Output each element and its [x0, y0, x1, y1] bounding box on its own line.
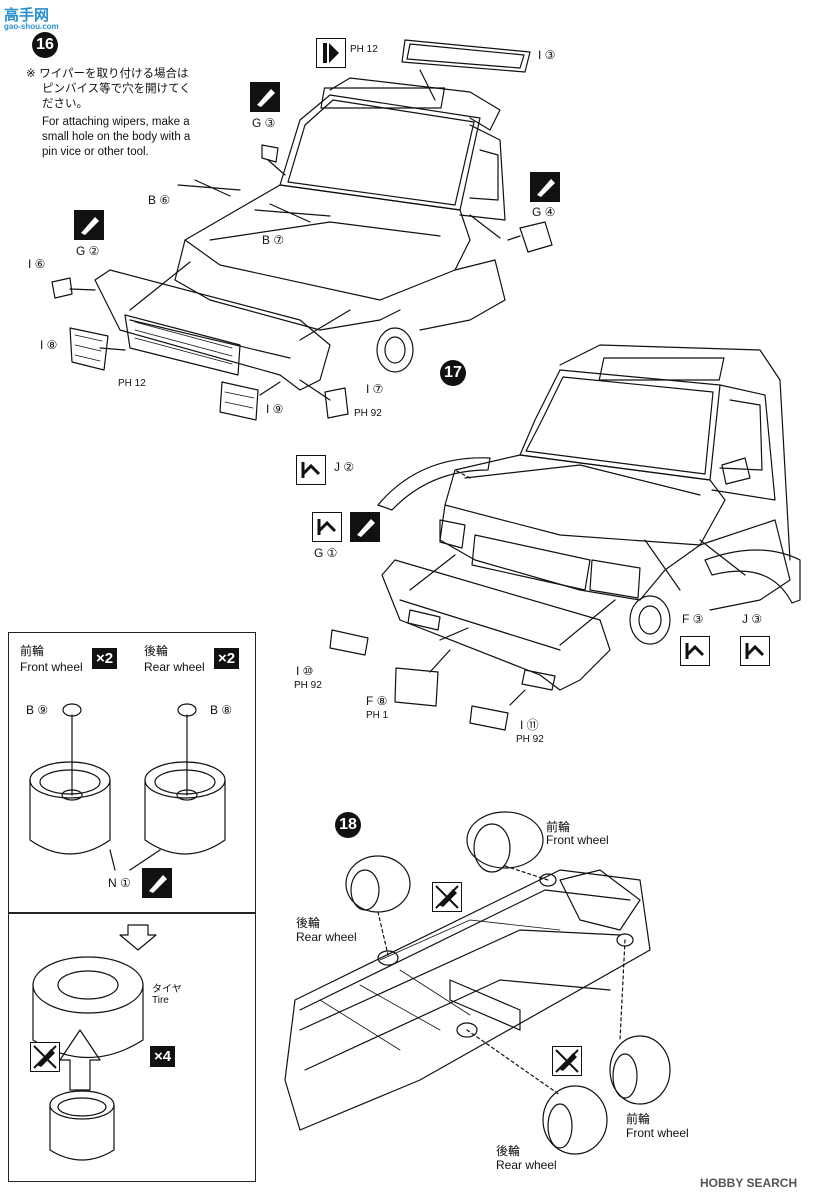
no-glue-icon: [30, 1042, 60, 1072]
paint-brush-icon: [316, 38, 346, 68]
no-glue-icon: [552, 1046, 582, 1076]
part-label-B9: B ⑨: [26, 703, 49, 717]
paint-icon: [312, 512, 342, 542]
part-label-PH92: PH 92: [354, 408, 382, 419]
note-en-line1: For attaching wipers, make a: [42, 116, 190, 128]
part-label-G3: G ③: [252, 116, 276, 130]
note-en-line3: pin vice or other tool.: [42, 146, 149, 158]
step18-front-wheel-en-2: Front wheel: [626, 1126, 689, 1140]
glue-icon: [74, 210, 104, 240]
step18-rear-wheel-en-1: Rear wheel: [296, 930, 357, 944]
watermark-top-sub: gao-shou.com: [4, 22, 59, 31]
part-label-PH92-a: PH 92: [294, 680, 322, 691]
glue-icon: [530, 172, 560, 202]
front-wheel-en: Front wheel: [20, 660, 83, 674]
part-label-I3: I ③: [538, 48, 556, 62]
glue-icon: [142, 868, 172, 898]
watermark-bottom: HOBBY SEARCH: [700, 1176, 798, 1190]
paint-icon: [740, 636, 770, 666]
paint-icon: [680, 636, 710, 666]
tire-en: Tire: [152, 995, 169, 1006]
note-en-line2: small hole on the body with a: [42, 131, 191, 143]
wheel-panel: [8, 632, 256, 914]
part-label-F8: F ⑧: [366, 694, 388, 708]
part-label-PH92-b: PH 92: [516, 734, 544, 745]
rear-wheel-multiplier: ×2: [214, 648, 240, 669]
part-label-B7: B ⑦: [262, 233, 285, 247]
step18-front-wheel-jp-2: 前輪: [626, 1112, 651, 1126]
step18-rear-wheel-en-2: Rear wheel: [496, 1158, 557, 1172]
part-label-B8: B ⑧: [210, 703, 233, 717]
tire-multiplier: ×4: [150, 1046, 176, 1067]
part-label-PH12-grille: PH 12: [118, 378, 146, 389]
watermark-top: 高手网: [4, 7, 50, 24]
note-jp-line2: ピンバイス等で穴を開けてく: [42, 81, 191, 95]
part-label-PH1: PH 1: [366, 710, 389, 721]
part-label-I6: I ⑥: [28, 257, 46, 271]
front-wheel-jp: 前輪: [20, 644, 45, 658]
paint-icon: [296, 455, 326, 485]
part-label-N1: N ①: [108, 876, 131, 890]
glue-icon: [350, 512, 380, 542]
part-label-F3: F ③: [682, 612, 704, 626]
tire-panel: [8, 912, 256, 1182]
front-wheel-multiplier: ×2: [92, 648, 118, 669]
part-label-I9: I ⑨: [266, 402, 284, 416]
step18-rear-wheel-jp-1: 後輪: [296, 916, 321, 930]
step18-front-wheel-en-1: Front wheel: [546, 833, 609, 847]
part-label-I11: I ⑪: [520, 718, 539, 732]
step18-front-wheel-jp-1: 前輪: [546, 820, 571, 834]
part-label-G2: G ②: [76, 244, 100, 258]
part-label-J3: J ③: [742, 612, 763, 626]
part-label-PH12-top: PH 12: [350, 44, 378, 55]
part-label-I7: I ⑦: [366, 382, 384, 396]
part-label-G4: G ④: [532, 205, 556, 219]
note-jp-line3: ださい。: [42, 96, 88, 110]
glue-icon: [250, 82, 280, 112]
no-glue-icon: [432, 882, 462, 912]
part-label-I10: I ⑩: [296, 664, 314, 678]
part-label-I8: I ⑧: [40, 338, 58, 352]
step-number-17: 17: [440, 360, 466, 386]
part-label-B6: B ⑥: [148, 193, 171, 207]
step18-rear-wheel-jp-2: 後輪: [496, 1144, 521, 1158]
step-number-18: 18: [335, 812, 361, 838]
rear-wheel-jp: 後輪: [144, 644, 169, 658]
rear-wheel-en: Rear wheel: [144, 660, 205, 674]
note-jp-line1: ※ ワイパーを取り付ける場合は: [26, 66, 189, 80]
step-number-16: 16: [32, 32, 58, 58]
part-label-J2: J ②: [334, 460, 355, 474]
part-label-G1: G ①: [314, 546, 338, 560]
tire-jp: タイヤ: [152, 984, 182, 995]
